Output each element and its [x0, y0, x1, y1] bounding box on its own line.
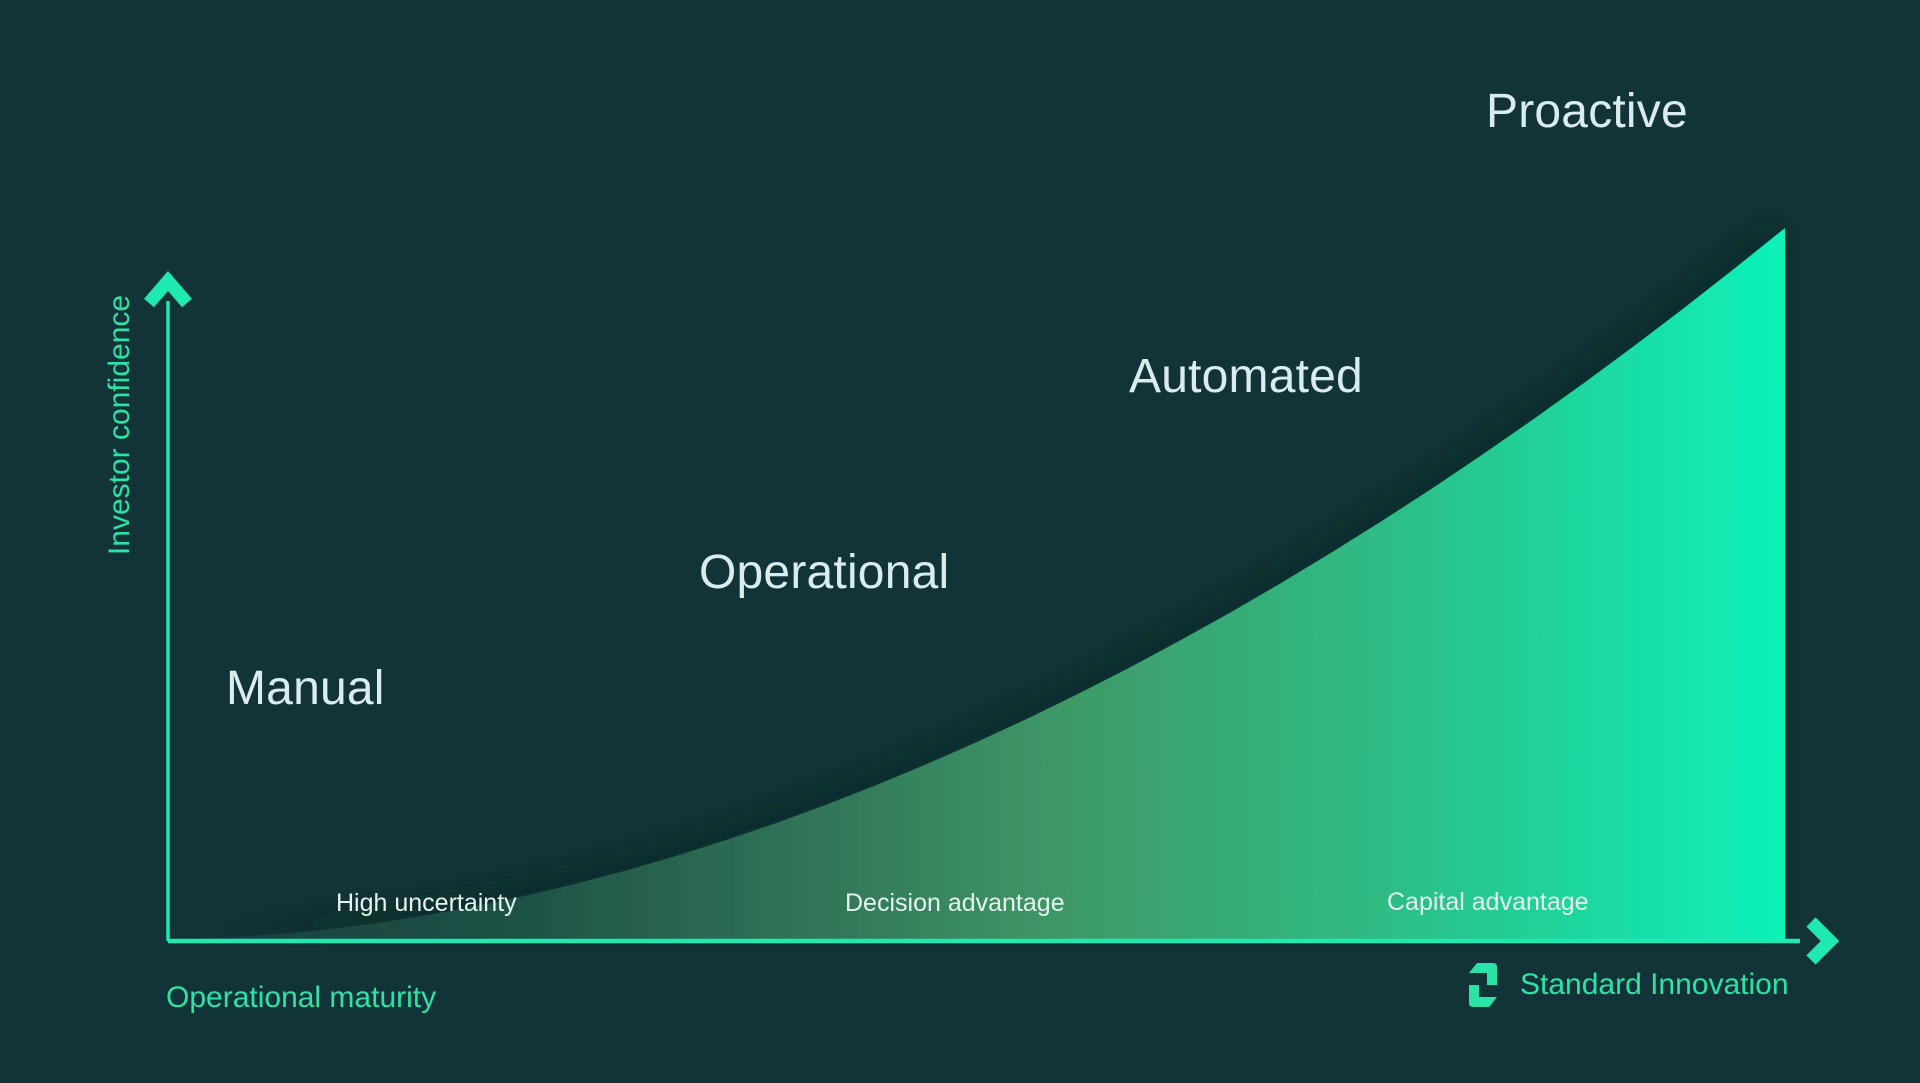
brand-name: Standard Innovation: [1520, 968, 1789, 1001]
y-axis-arrow-icon: [144, 271, 192, 308]
stage-label-operational: Operational: [699, 546, 950, 599]
zone-label-high-uncertainty: High uncertainty: [336, 889, 517, 917]
stage-label-proactive: Proactive: [1486, 85, 1688, 138]
y-axis-title: Investor confidence: [103, 294, 136, 556]
stage-label-manual: Manual: [226, 662, 385, 715]
standard-innovation-logo-icon: [1469, 963, 1497, 1007]
stage-label-automated: Automated: [1129, 350, 1363, 403]
x-axis-arrow-icon: [1806, 917, 1840, 965]
growth-curve-area: [170, 228, 1785, 939]
brand-lockup: Standard Innovation: [1463, 962, 1789, 1008]
zone-label-decision-advantage: Decision advantage: [845, 889, 1065, 917]
zone-label-capital-advantage: Capital advantage: [1387, 888, 1589, 916]
x-axis-title: Operational maturity: [166, 981, 437, 1014]
